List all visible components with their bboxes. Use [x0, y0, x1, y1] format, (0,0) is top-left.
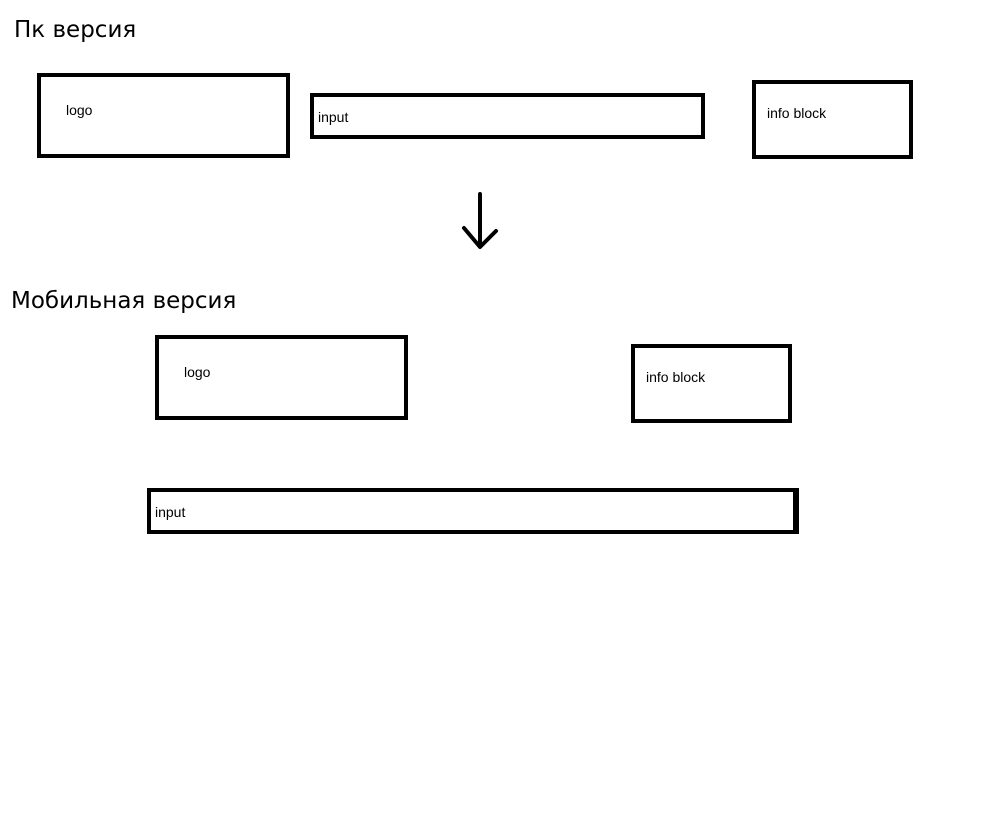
mobile-input-box: input [147, 488, 799, 534]
desktop-input-label: input [318, 109, 349, 125]
desktop-logo-label: logo [66, 102, 93, 118]
mobile-heading: Мобильная версия [11, 288, 237, 314]
arrow-down-icon [462, 192, 498, 249]
desktop-input-box: input [310, 93, 705, 139]
mobile-logo-label: logo [184, 364, 211, 380]
desktop-info-box: info block [752, 80, 913, 159]
desktop-heading: Пк версия [14, 17, 137, 43]
desktop-info-label: info block [767, 105, 827, 121]
desktop-logo-box: logo [37, 73, 290, 158]
mobile-info-label: info block [646, 369, 706, 385]
mobile-input-label: input [155, 504, 186, 520]
mobile-logo-box: logo [155, 335, 408, 420]
mobile-info-box: info block [631, 344, 792, 423]
